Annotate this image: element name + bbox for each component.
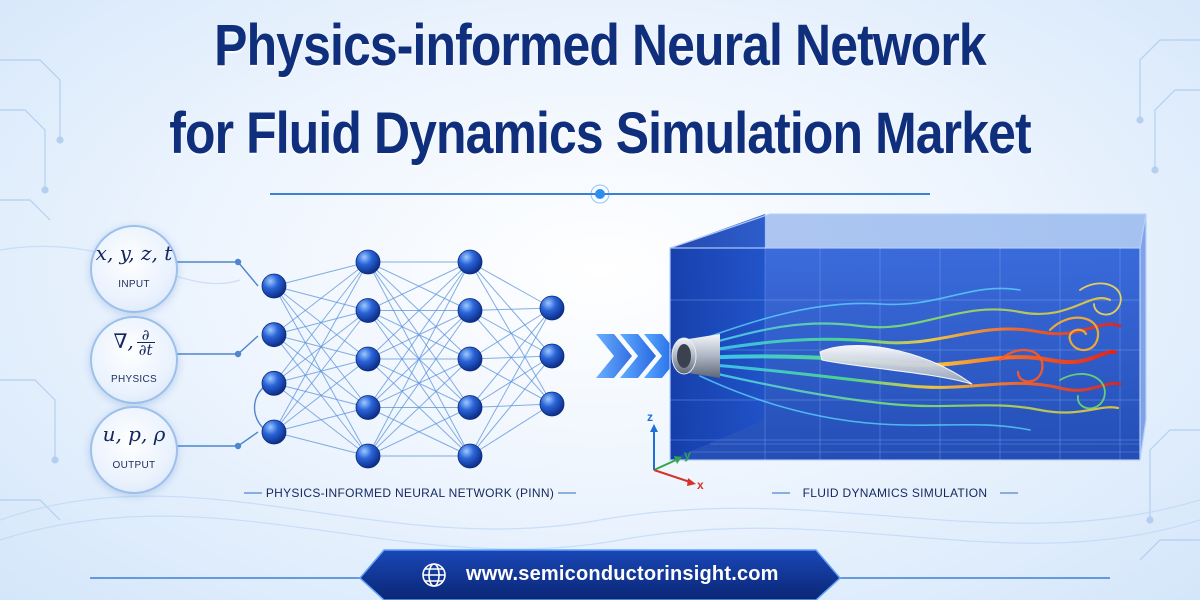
partial-derivative: ∂∂t [136, 328, 155, 359]
pinn-caption: PHYSICS-INFORMED NEURAL NETWORK (PINN) [265, 486, 555, 500]
output-label: OUTPUT [112, 460, 156, 471]
network-node-layer-4 [539, 295, 565, 321]
network-nodes [261, 249, 565, 469]
network-edge [273, 310, 369, 433]
footer-banner-decor [90, 549, 1110, 600]
network-edge [273, 431, 369, 457]
network-node-layer-2 [355, 298, 381, 323]
axis-label-z: z [647, 410, 653, 424]
network-node-layer-3 [457, 443, 483, 469]
network-edge [469, 403, 553, 457]
input-label: INPUT [118, 279, 150, 290]
network-edge [469, 307, 553, 311]
output-variables-node: u, p, ρ OUTPUT [90, 406, 178, 494]
network-edge [273, 407, 369, 433]
circuit-lines-left [0, 59, 64, 521]
globe-icon [422, 563, 446, 587]
network-node-layer-2 [355, 443, 381, 469]
network-node-layer-3 [457, 395, 483, 420]
partial-numerator: ∂ [136, 328, 155, 343]
circuit-lines-right [1136, 39, 1200, 561]
network-node-layer-4 [539, 343, 565, 369]
title-line-1: Physics-informed Neural Network [214, 13, 987, 78]
network-edge [273, 358, 369, 433]
axis-label-x: x [697, 478, 704, 492]
network-edge [273, 261, 369, 287]
flow-streamlines [698, 282, 1122, 431]
axis-label-y: y [684, 448, 691, 462]
network-edge [273, 261, 369, 336]
physics-symbol: ∇,∂∂t [92, 328, 176, 359]
simulation-box [669, 213, 1147, 461]
title-line-2: for Fluid Dynamics Simulation Market [169, 101, 1031, 166]
network-node-layer-1 [261, 273, 287, 299]
network-node-layer-2 [355, 249, 381, 275]
partial-denominator: ∂t [138, 341, 153, 359]
coordinate-axes [650, 424, 696, 486]
physics-label: PHYSICS [110, 374, 157, 385]
airfoil-shape [819, 345, 973, 385]
network-edge [367, 261, 471, 457]
network-node-layer-3 [457, 249, 483, 275]
physics-operators-node: ∇,∂∂t PHYSICS [90, 316, 178, 404]
network-node-layer-1 [261, 370, 287, 396]
network-edge [469, 307, 553, 408]
network-edge [469, 307, 553, 360]
website-url[interactable]: www.semiconductorinsight.com [466, 563, 779, 585]
network-edge [273, 261, 369, 433]
title-divider [270, 184, 930, 204]
network-edge [273, 261, 369, 384]
network-node-layer-2 [355, 346, 381, 372]
network-edge [367, 261, 471, 311]
flow-chevron-arrows [596, 334, 680, 378]
network-node-layer-1 [261, 419, 287, 445]
network-edge [367, 261, 471, 360]
input-connectors [174, 258, 269, 450]
nabla-symbol: ∇, [113, 329, 134, 353]
network-node-layer-4 [539, 391, 565, 417]
network-node-layer-2 [355, 395, 381, 420]
network-edge [367, 310, 471, 457]
network-node-layer-1 [261, 322, 287, 348]
network-edge [367, 407, 471, 457]
network-node-layer-3 [457, 298, 483, 323]
inlet-nozzle [671, 334, 720, 378]
network-edge [469, 355, 553, 457]
network-edge [469, 261, 553, 309]
network-edge [367, 358, 471, 457]
output-symbol: u, p, ρ [102, 422, 166, 446]
input-symbol: x, y, z, t [95, 241, 173, 265]
network-edge [367, 261, 471, 408]
network-edge [469, 307, 553, 457]
fluid-simulation-caption: FLUID DYNAMICS SIMULATION [802, 486, 988, 500]
network-edges [273, 261, 553, 457]
network-node-layer-3 [457, 346, 483, 372]
input-variables-node: x, y, z, t INPUT [90, 225, 178, 313]
